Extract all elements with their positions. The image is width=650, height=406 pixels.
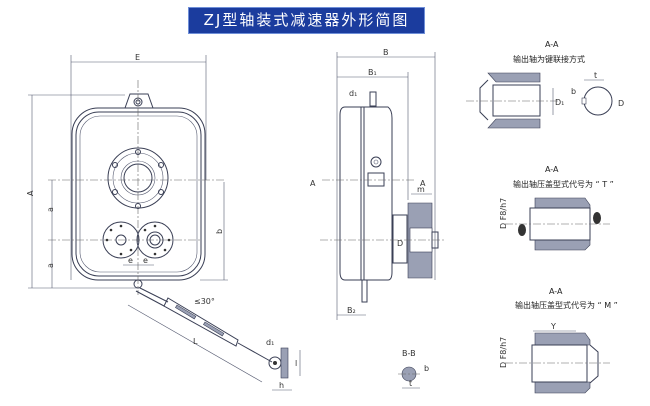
dim-t-bb: t: [409, 379, 412, 388]
dim-t-key: t: [594, 71, 597, 80]
angle-label: ≤30°: [194, 297, 215, 306]
section-t-caption: 输出轴压盖型式代号为 “ T ”: [513, 179, 614, 189]
dim-l: l: [295, 359, 297, 368]
fit-label-m: D F8/h7: [499, 337, 508, 368]
dim-m: m: [417, 185, 425, 194]
dim-D-shaft: D: [397, 239, 403, 248]
front-view: E A a a b e e ≤30° L d₁: [26, 53, 301, 391]
section-mark-A-right: A: [420, 179, 426, 188]
section-m: A-A 输出轴压盖型式代号为 “ M ” Y D F8/h7: [499, 287, 618, 394]
dim-D1-key: D₁: [555, 98, 564, 107]
section-t-title: A-A: [545, 165, 559, 174]
dim-B: B: [383, 48, 389, 57]
section-key-title: A-A: [545, 40, 559, 49]
dim-b-key: b: [571, 87, 576, 96]
dim-A: A: [26, 190, 35, 196]
section-bb-title: B-B: [402, 349, 416, 358]
fit-label-t: D F8/h7: [499, 198, 508, 229]
side-view: B B₁ d₁ A A m D B₂: [310, 48, 445, 320]
dim-a-upper: a: [46, 207, 55, 212]
dim-h: h: [279, 381, 284, 390]
dim-d1-rod: d₁: [266, 338, 274, 347]
dim-b-bb: b: [424, 364, 429, 373]
section-m-title: A-A: [549, 287, 563, 296]
dim-E: E: [135, 53, 140, 62]
dim-B1: B₁: [368, 68, 377, 77]
drawing-title: ZJ型轴装式减速器外形简图: [188, 7, 425, 34]
dim-e-right: e: [143, 256, 148, 265]
dim-L: L: [193, 337, 198, 346]
dim-d1-side: d₁: [349, 89, 357, 98]
section-b-b: B-B b t: [398, 349, 429, 389]
section-t: A-A 输出轴压盖型式代号为 “ T ” D F8/h7: [499, 165, 614, 251]
section-key: A-A 输出轴为键联接方式 D₁ t b D: [466, 40, 624, 129]
dim-a-lower: a: [46, 263, 55, 268]
dim-B2: B₂: [347, 306, 356, 315]
dim-e-left: e: [128, 256, 133, 265]
dim-b: b: [215, 229, 224, 234]
dim-D-key: D: [618, 99, 624, 108]
section-mark-A-left: A: [310, 179, 316, 188]
section-m-caption: 输出轴压盖型式代号为 “ M ”: [515, 300, 618, 310]
section-key-caption: 输出轴为键联接方式: [513, 54, 585, 64]
dim-Y: Y: [550, 322, 556, 331]
